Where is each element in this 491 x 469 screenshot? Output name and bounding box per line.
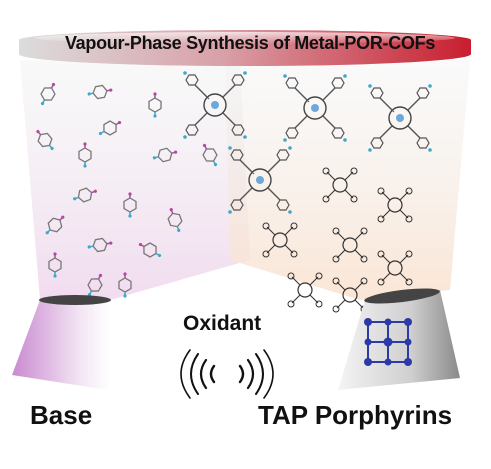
lattice-cube-icon: [364, 318, 412, 366]
oxidant-label: Oxidant: [183, 312, 262, 335]
base-vapour-beam: [20, 60, 250, 300]
porphyrin-vapour-beam: [225, 60, 470, 300]
title-banner: [19, 30, 471, 66]
wave-signal-icon: [180, 349, 274, 399]
porphyrins-label: TAP Porphyrins: [258, 400, 453, 430]
base-label: Base: [30, 400, 93, 430]
banner-title: Vapour-Phase Synthesis of Metal-POR-COFs: [64, 33, 436, 53]
base-source: [12, 295, 111, 390]
